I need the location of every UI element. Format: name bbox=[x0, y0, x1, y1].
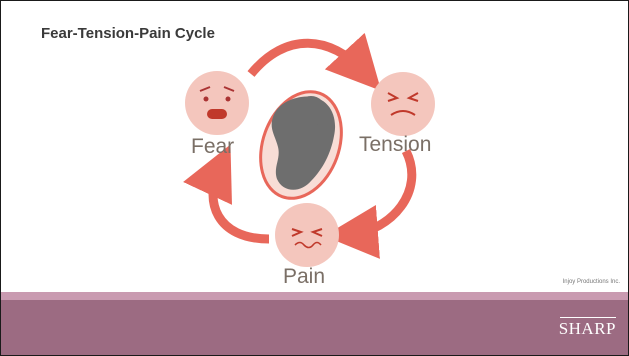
node-label-pain: Pain bbox=[283, 265, 325, 288]
frightened-face-icon bbox=[185, 71, 249, 135]
logo-rule bbox=[560, 317, 616, 318]
arrow-tension-to-pain bbox=[351, 151, 412, 234]
arrow-pain-to-fear bbox=[213, 169, 269, 239]
footer-accent-band bbox=[1, 292, 628, 300]
node-label-fear: Fear bbox=[191, 135, 234, 158]
pained-face-icon bbox=[275, 203, 339, 267]
grimacing-face-icon bbox=[371, 72, 435, 136]
image-credit: Injoy Productions Inc. bbox=[563, 279, 620, 285]
sharp-logo: SHARP bbox=[559, 319, 616, 339]
baby-in-womb-icon bbox=[246, 80, 355, 209]
cycle-diagram: Fear Tension Pain bbox=[1, 1, 628, 291]
arrow-fear-to-tension bbox=[251, 43, 363, 74]
node-label-tension: Tension bbox=[359, 133, 431, 156]
footer-band bbox=[1, 300, 628, 355]
